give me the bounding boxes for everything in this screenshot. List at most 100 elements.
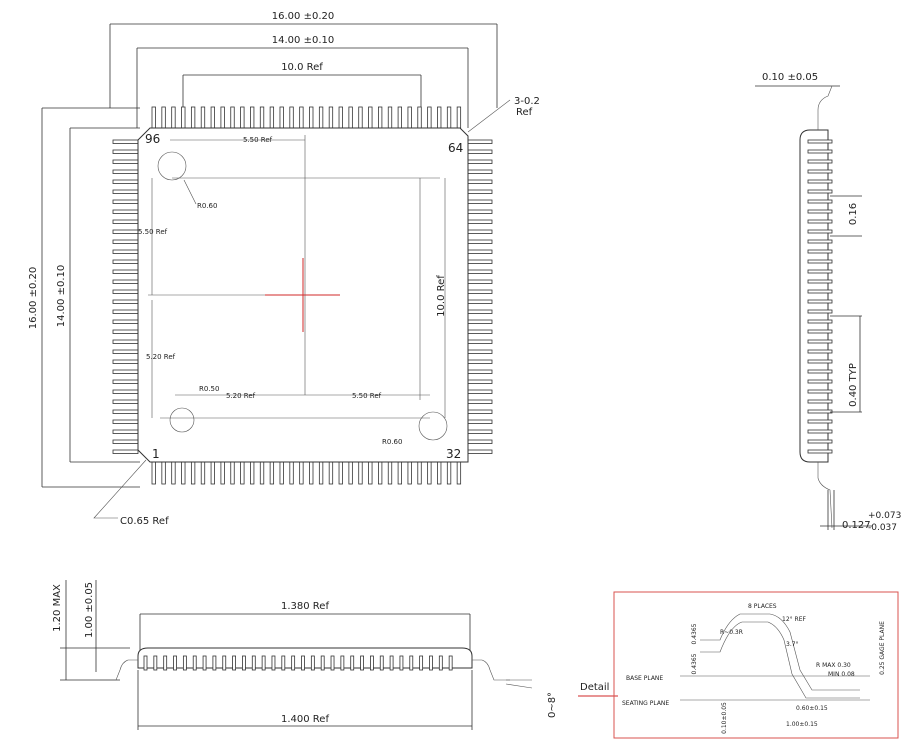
lead <box>251 655 256 671</box>
overall-height-label: 16.00 ±0.20 <box>28 267 39 329</box>
lead <box>379 655 384 671</box>
lead <box>378 461 383 485</box>
lead <box>350 655 355 671</box>
lead <box>467 349 493 354</box>
lead <box>467 439 493 444</box>
lead-length-label: 1.00±0.15 <box>786 721 818 728</box>
lead <box>438 655 443 671</box>
lead <box>112 339 139 344</box>
lead <box>202 655 207 671</box>
lead <box>417 461 422 485</box>
lead <box>112 239 139 244</box>
detail-view: 8 PLACES 12° REF R~0.3R 0.4365 0.4365 3.… <box>613 591 899 739</box>
lead <box>387 106 393 129</box>
lead <box>328 461 334 485</box>
lead <box>807 269 833 274</box>
lead <box>309 461 314 485</box>
lead <box>409 655 414 671</box>
lead <box>261 655 266 671</box>
lead <box>389 655 394 671</box>
lead <box>467 419 493 424</box>
lead <box>467 219 493 224</box>
corner-note-line1: 3-0.2 <box>514 96 540 107</box>
lead <box>807 389 833 394</box>
lead <box>279 106 284 129</box>
detail-label: Detail <box>580 682 609 693</box>
lead <box>112 189 139 194</box>
lead <box>467 299 493 304</box>
lead <box>328 106 334 129</box>
bottom-length-label: 1.400 Ref <box>281 714 329 725</box>
lead <box>151 106 156 129</box>
lead <box>112 249 139 254</box>
lead <box>242 655 246 671</box>
lead <box>112 149 139 154</box>
overall-width-label: 16.00 ±0.20 <box>272 11 334 22</box>
gauge-plane-label: 0.25 GAGE PLANE <box>879 621 886 675</box>
lead <box>456 461 462 485</box>
lead <box>112 159 139 164</box>
side-view-bottom: 1.20 MAX 1.00 ±0.05 1.380 Ref 1.400 Ref … <box>52 580 618 730</box>
lead <box>112 279 139 284</box>
lead <box>112 439 139 444</box>
lead <box>310 655 315 671</box>
lead <box>143 655 148 671</box>
lead <box>407 461 412 485</box>
lead <box>467 249 493 254</box>
lead <box>358 461 363 485</box>
max-height-label: 1.20 MAX <box>52 584 63 632</box>
lead <box>358 106 363 129</box>
pins-side-right <box>807 139 833 454</box>
min-008-label: MIN 0.08 <box>828 671 855 678</box>
lead <box>112 429 139 434</box>
lead <box>467 269 493 274</box>
lead <box>112 319 139 324</box>
pins-left-column <box>112 139 139 454</box>
standoff-label: 0.10±0.05 <box>721 702 728 734</box>
lead <box>807 289 833 294</box>
lead <box>112 139 139 144</box>
ejector-mark-bottom-left <box>169 407 195 433</box>
lead <box>467 279 493 284</box>
pin-1-label: 1 <box>152 447 160 461</box>
lead <box>368 461 373 485</box>
left-520-ref-label: 5.20 Ref <box>146 353 176 361</box>
lead <box>387 461 393 485</box>
top-length-label: 1.380 Ref <box>281 601 329 612</box>
lead <box>807 309 833 314</box>
lead <box>112 349 139 354</box>
top-550-ref-label: 5.50 Ref <box>243 136 273 144</box>
lead <box>437 106 442 129</box>
lead <box>112 309 139 314</box>
lead-thickness-label: 0.10 ±0.05 <box>762 72 818 83</box>
lead <box>271 655 276 671</box>
lead <box>467 289 493 294</box>
angle-label: 0~8° <box>547 692 558 718</box>
lead <box>230 461 235 485</box>
lead <box>190 461 196 485</box>
side-body-bottom <box>137 647 473 669</box>
detail-frame <box>613 591 899 739</box>
lead <box>112 329 139 334</box>
r060-bottom-label: R0.60 <box>382 438 402 446</box>
lead <box>467 179 493 184</box>
lead <box>467 189 493 194</box>
lead <box>807 449 833 454</box>
lead <box>240 461 245 485</box>
lead <box>112 259 139 264</box>
lead <box>417 106 422 129</box>
lead <box>807 239 833 244</box>
lead <box>467 259 493 264</box>
lead <box>309 106 314 129</box>
lead <box>397 106 402 129</box>
lead <box>807 189 833 194</box>
pin-64-label: 64 <box>448 141 463 155</box>
lead <box>807 329 833 334</box>
lead <box>419 655 424 671</box>
body-height-label: 14.00 ±0.10 <box>56 265 67 327</box>
lead <box>467 319 493 324</box>
lead <box>467 139 493 144</box>
lead <box>467 359 493 364</box>
lead <box>112 169 139 174</box>
lead <box>112 289 139 294</box>
